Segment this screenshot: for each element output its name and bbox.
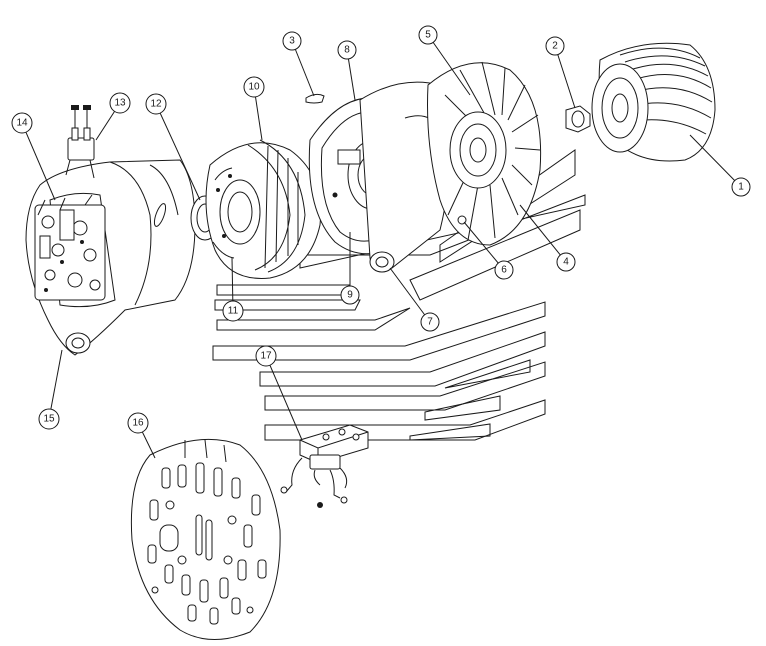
- callout-label-7: 7: [427, 317, 433, 328]
- callout-label-2: 2: [552, 41, 558, 52]
- callout-16: 16: [127, 412, 149, 434]
- callout-5: 5: [418, 25, 438, 45]
- callout-label-4: 4: [563, 257, 569, 268]
- callout-label-9: 9: [347, 290, 353, 301]
- cover-plate-part-16: [130, 438, 281, 641]
- callout-4: 4: [556, 252, 576, 272]
- rear-housing-part-15: [25, 159, 196, 356]
- callout-label-1: 1: [738, 182, 744, 193]
- callout-label-6: 6: [501, 265, 507, 276]
- callout-label-10: 10: [248, 82, 260, 93]
- callout-8: 8: [337, 40, 357, 60]
- fan-part-5: [427, 61, 542, 246]
- callout-label-14: 14: [16, 118, 28, 129]
- callout-label-17: 17: [260, 351, 272, 362]
- callout-label-8: 8: [344, 45, 350, 56]
- callout-11: 11: [222, 300, 244, 322]
- callout-1: 1: [731, 177, 751, 197]
- callout-10: 10: [243, 76, 265, 98]
- callout-12: 12: [145, 93, 167, 115]
- callout-label-3: 3: [289, 36, 295, 47]
- callout-label-13: 13: [114, 98, 126, 109]
- regulator-part-17: [263, 424, 369, 508]
- callout-9: 9: [340, 285, 360, 305]
- leader-lines: [21, 34, 742, 459]
- key-part-3: [305, 93, 325, 104]
- callout-label-15: 15: [43, 414, 55, 425]
- callout-label-11: 11: [228, 306, 239, 317]
- callouts: 1 2 3 4 5 6 7 8 9 10 11 12 13 14 15 16 1…: [11, 25, 751, 434]
- callout-label-12: 12: [150, 99, 162, 110]
- callout-6: 6: [494, 260, 514, 280]
- callout-7: 7: [420, 312, 440, 332]
- callout-label-16: 16: [132, 418, 144, 429]
- pulley-part-1: [591, 42, 716, 162]
- callout-15: 15: [38, 408, 60, 430]
- nut-part-2: [565, 105, 591, 133]
- connector-part-13: [65, 105, 95, 179]
- callout-17: 17: [255, 345, 277, 367]
- stator-part-10: [205, 139, 322, 279]
- callout-3: 3: [282, 31, 302, 51]
- rectifier-assembly-part-14: [34, 194, 106, 301]
- callout-2: 2: [545, 36, 565, 56]
- callout-label-5: 5: [425, 30, 431, 41]
- fan-housing-part-7: [359, 81, 451, 273]
- callout-13: 13: [109, 92, 131, 114]
- callout-14: 14: [11, 112, 33, 134]
